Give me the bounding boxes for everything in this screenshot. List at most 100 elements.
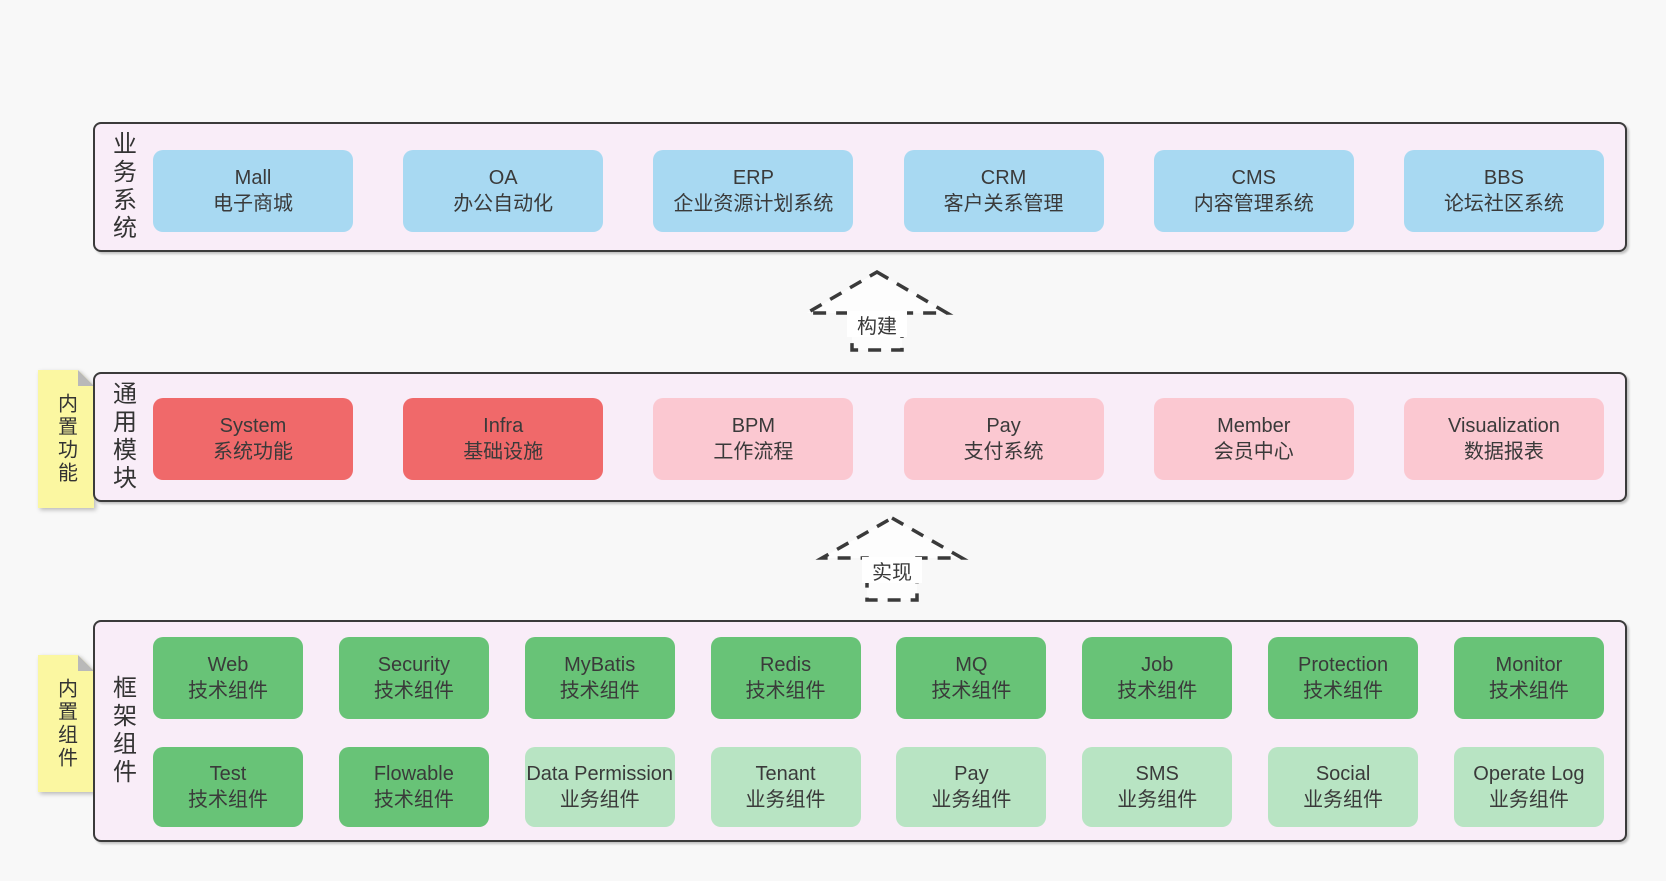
box-subtitle: 业务组件 (931, 789, 1012, 811)
box-subtitle: 技术组件 (188, 789, 268, 811)
component-box-operate-log: Operate Log 业务组件 (1453, 747, 1604, 827)
box-title: System (219, 415, 287, 437)
note-builtin-features-wrap: 内置功能 (38, 370, 94, 508)
framework-row-1: Web 技术组件 Security 技术组件 MyBatis 技术组件 Redi… (153, 637, 1604, 719)
box-subtitle: 技术组件 (745, 680, 826, 702)
business-box-bbs: BBS 论坛社区系统 (1403, 150, 1604, 232)
box-subtitle: 论坛社区系统 (1443, 193, 1564, 215)
modules-row: System 系统功能 Infra 基础设施 BPM 工作流程 Pay 支付系统… (153, 398, 1604, 480)
module-box-pay: Pay 支付系统 (903, 398, 1104, 480)
component-box-job: Job 技术组件 (1082, 637, 1233, 719)
note-text: 内置组件 (54, 677, 77, 770)
box-title: Redis (759, 654, 812, 676)
component-box-protection: Protection 技术组件 (1268, 637, 1419, 719)
box-title: Member (1217, 415, 1291, 437)
box-title: BBS (1483, 167, 1524, 189)
box-subtitle: 工作流程 (713, 441, 794, 463)
box-title: SMS (1135, 763, 1179, 785)
box-title: Visualization (1447, 415, 1560, 437)
box-title: ERP (732, 167, 774, 189)
component-box-test: Test 技术组件 (153, 747, 303, 827)
box-title: Pay (986, 415, 1021, 437)
box-subtitle: 技术组件 (1488, 680, 1569, 702)
box-title: Protection (1298, 654, 1389, 676)
box-subtitle: 技术组件 (1117, 680, 1198, 702)
box-subtitle: 系统功能 (213, 441, 293, 463)
business-row: Mall 电子商城 OA 办公自动化 ERP 企业资源计划系统 CRM 客户关系… (153, 150, 1604, 232)
framework-row-2: Test 技术组件 Flowable 技术组件 Data Permission … (153, 747, 1604, 827)
box-subtitle: 技术组件 (188, 680, 268, 702)
component-box-redis: Redis 技术组件 (710, 637, 861, 719)
folded-corner-icon (78, 655, 94, 671)
layer-label-modules: 通用模块 (108, 381, 136, 493)
box-title: MyBatis (564, 654, 636, 676)
box-title: Test (209, 763, 247, 785)
box-subtitle: 技术组件 (931, 680, 1012, 702)
module-box-bpm: BPM 工作流程 (653, 398, 854, 480)
box-title: CRM (980, 167, 1027, 189)
box-title: Tenant (755, 763, 816, 785)
box-subtitle: 技术组件 (559, 680, 640, 702)
component-box-sms: SMS 业务组件 (1082, 747, 1233, 827)
note-builtin-components: 内置组件 (38, 655, 94, 792)
box-subtitle: 技术组件 (373, 680, 454, 702)
box-subtitle: 客户关系管理 (943, 193, 1064, 215)
box-subtitle: 业务组件 (1488, 789, 1569, 811)
box-subtitle: 业务组件 (559, 789, 640, 811)
business-box-cms: CMS 内容管理系统 (1153, 150, 1354, 232)
box-subtitle: 内容管理系统 (1193, 193, 1314, 215)
box-subtitle: 办公自动化 (453, 193, 554, 215)
container-framework-components: 框架组件 Web 技术组件 Security 技术组件 MyBatis 技术组件… (93, 620, 1627, 842)
layer-label-framework: 框架组件 (108, 675, 136, 787)
box-title: MQ (955, 654, 988, 676)
implement-arrow-label: 实现 (862, 557, 922, 584)
business-box-oa: OA 办公自动化 (403, 150, 604, 232)
container-common-modules: 通用模块 System 系统功能 Infra 基础设施 BPM 工作流程 Pay… (93, 372, 1627, 502)
component-box-mq: MQ 技术组件 (896, 637, 1047, 719)
module-box-visualization: Visualization 数据报表 (1403, 398, 1604, 480)
component-box-web: Web 技术组件 (153, 637, 303, 719)
component-box-tenant: Tenant 业务组件 (710, 747, 861, 827)
box-subtitle: 支付系统 (963, 441, 1044, 463)
component-box-monitor: Monitor 技术组件 (1453, 637, 1604, 719)
box-title: Web (207, 654, 249, 676)
box-title: Security (377, 654, 450, 676)
box-subtitle: 会员中心 (1213, 441, 1294, 463)
box-title: Mall (234, 167, 272, 189)
module-box-system: System 系统功能 (153, 398, 353, 480)
box-title: Operate Log (1473, 763, 1585, 785)
component-box-security: Security 技术组件 (338, 637, 489, 719)
container-business-systems: 业务系统 Mall 电子商城 OA 办公自动化 ERP 企业资源计划系统 CRM… (93, 122, 1627, 252)
box-subtitle: 技术组件 (373, 789, 454, 811)
component-box-mybatis: MyBatis 技术组件 (524, 637, 675, 719)
component-box-social: Social 业务组件 (1268, 747, 1419, 827)
business-box-crm: CRM 客户关系管理 (903, 150, 1104, 232)
box-subtitle: 电子商城 (213, 193, 293, 215)
layer-label-business: 业务系统 (108, 131, 136, 243)
box-title: Job (1141, 654, 1174, 676)
business-box-erp: ERP 企业资源计划系统 (653, 150, 854, 232)
box-title: OA (488, 167, 518, 189)
box-subtitle: 企业资源计划系统 (673, 193, 834, 215)
box-title: BPM (731, 415, 776, 437)
box-subtitle: 业务组件 (745, 789, 826, 811)
note-builtin-features: 内置功能 (38, 370, 94, 508)
box-title: Flowable (373, 763, 454, 785)
box-title: Social (1315, 763, 1371, 785)
box-subtitle: 业务组件 (1303, 789, 1384, 811)
box-title: Monitor (1495, 654, 1563, 676)
box-subtitle: 业务组件 (1117, 789, 1198, 811)
box-title: Infra (483, 415, 524, 437)
box-title: CMS (1231, 167, 1276, 189)
note-text: 内置功能 (54, 393, 77, 485)
module-box-member: Member 会员中心 (1153, 398, 1354, 480)
component-box-pay: Pay 业务组件 (896, 747, 1047, 827)
box-subtitle: 基础设施 (463, 441, 544, 463)
folded-corner-icon (78, 370, 94, 386)
component-box-flowable: Flowable 技术组件 (338, 747, 489, 827)
component-box-data-permission: Data Permission 业务组件 (524, 747, 675, 827)
business-box-mall: Mall 电子商城 (153, 150, 353, 232)
box-title: Data Permission (526, 763, 674, 785)
note-builtin-components-wrap: 内置组件 (38, 655, 94, 792)
